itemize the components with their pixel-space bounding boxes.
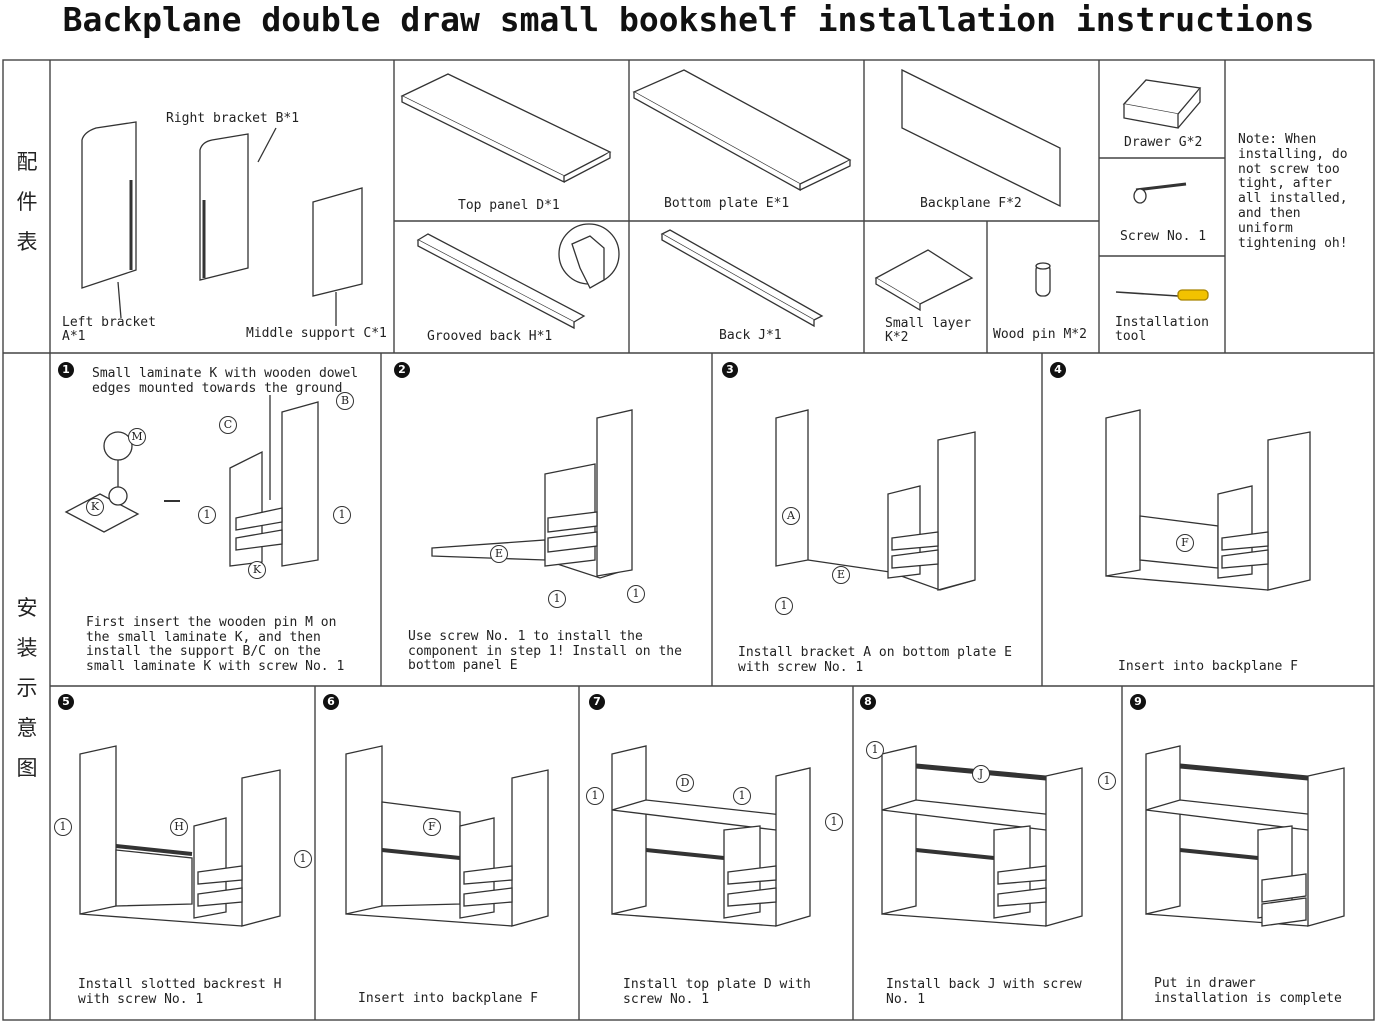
steps-section-label-1: 安 (16, 596, 38, 620)
step-9-caption: Put in drawer installation is complete (1154, 976, 1342, 1006)
callout-1-d: 1 (627, 585, 645, 603)
step-number-4: 4 (1050, 362, 1066, 378)
callout-b: B (336, 392, 354, 410)
part-drawer-label: Drawer G*2 (1124, 135, 1203, 150)
callout-m: M (128, 428, 146, 446)
callout-1-h: 1 (586, 787, 604, 805)
callout-1-j: 1 (825, 813, 843, 831)
step-2-caption: Use screw No. 1 to install the component… (408, 629, 682, 673)
part-small-layer-label: Small layer K*2 (885, 316, 972, 345)
step-number-3: 3 (722, 362, 738, 378)
callout-1-f: 1 (54, 818, 72, 836)
parts-section-label-1: 配 (16, 150, 38, 174)
step-3-caption: Install bracket A on bottom plate E with… (738, 645, 1012, 675)
part-backplane-label: Backplane F*2 (920, 196, 1022, 211)
step-number-7: 7 (589, 694, 605, 710)
callout-d: D (676, 774, 694, 792)
callout-1-b: 1 (333, 506, 351, 524)
parts-section-label-2: 件 (16, 190, 38, 214)
step-7-caption: Install top plate D with screw No. 1 (623, 977, 811, 1007)
steps-section-label-4: 意 (16, 716, 38, 740)
part-grooved-back-label: Grooved back H*1 (427, 329, 553, 344)
step-number-9: 9 (1130, 694, 1146, 710)
part-tool-label: Installation tool (1115, 315, 1209, 344)
callout-1-l: 1 (1098, 772, 1116, 790)
page-title: Backplane double draw small bookshelf in… (62, 0, 1315, 39)
callout-j: J (972, 765, 990, 783)
step-1-caption: First insert the wooden pin M on the sma… (86, 615, 345, 674)
part-wood-pin-label: Wood pin M*2 (993, 327, 1087, 342)
step-5-caption: Install slotted backrest H with screw No… (78, 977, 282, 1007)
callout-1-c: 1 (548, 590, 566, 608)
callout-1-k: 1 (866, 741, 884, 759)
callout-k-2: K (248, 561, 266, 579)
step-number-1: 1 (58, 362, 74, 378)
step-number-5: 5 (58, 694, 74, 710)
callout-1-i: 1 (733, 787, 751, 805)
callout-1-g: 1 (294, 850, 312, 868)
part-left-bracket-label: Left bracket A*1 (62, 315, 156, 344)
callout-e: E (490, 545, 508, 563)
part-right-bracket-label: Right bracket B*1 (166, 111, 300, 126)
part-bottom-plate-label: Bottom plate E*1 (664, 196, 790, 211)
step-number-2: 2 (394, 362, 410, 378)
callout-k: K (86, 498, 104, 516)
callout-1-a: 1 (198, 506, 216, 524)
callout-a: A (782, 507, 800, 525)
steps-section-label-3: 示 (16, 676, 38, 700)
callout-f-2: F (423, 818, 441, 836)
callout-e-2: E (832, 566, 850, 584)
callout-1-e: 1 (775, 597, 793, 615)
step-1-note: Small laminate K with wooden dowel edges… (92, 366, 359, 396)
part-middle-support-label: Middle support C*1 (246, 326, 387, 341)
step-number-6: 6 (323, 694, 339, 710)
callout-h: H (170, 818, 188, 836)
step-8-caption: Install back J with screw No. 1 (886, 977, 1082, 1007)
part-top-panel-label: Top panel D*1 (458, 198, 560, 213)
part-screw-label: Screw No. 1 (1120, 229, 1207, 244)
steps-section-label-2: 装 (16, 636, 38, 660)
step-4-caption: Insert into backplane F (1118, 659, 1299, 674)
installation-note: Note: When installing, do not screw too … (1238, 132, 1348, 251)
parts-section-label-3: 表 (16, 230, 38, 254)
part-back-j-label: Back J*1 (719, 328, 782, 343)
callout-c: C (219, 416, 237, 434)
callout-f: F (1176, 534, 1194, 552)
step-6-caption: Insert into backplane F (358, 991, 539, 1006)
step-number-8: 8 (860, 694, 876, 710)
steps-section-label-5: 图 (16, 756, 38, 780)
